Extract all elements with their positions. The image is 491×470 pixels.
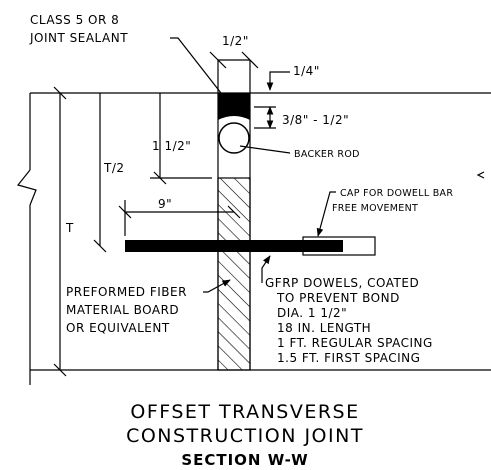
- dim-t-tick-bottom: [53, 363, 67, 377]
- small-arrow-mark: [476, 171, 485, 179]
- dim-half-text: 1/2": [222, 34, 249, 48]
- gfrp-dowel-bar: [125, 240, 343, 252]
- dowel-cap: [302, 236, 376, 256]
- dim-nine-text: 9": [158, 197, 172, 211]
- break-symbol: [16, 169, 37, 206]
- cap-label-2: FREE MOVEMENT: [332, 203, 418, 214]
- joint-sealant: [218, 93, 250, 120]
- gfrp-label-6: 1.5 FT. FIRST SPACING: [277, 351, 420, 365]
- title-line-3: SECTION W-W: [181, 451, 308, 469]
- gfrp-label-1: GFRP DOWELS, COATED: [265, 276, 419, 290]
- title-line-1: OFFSET TRANSVERSE: [130, 401, 359, 423]
- dim-t-half-text: T/2: [103, 161, 125, 175]
- cap-label-1: CAP FOR DOWELL BAR: [340, 188, 453, 199]
- dim-half-tick-r: [241, 51, 259, 69]
- preformed-label-3: OR EQUIVALENT: [66, 321, 170, 335]
- backer-rod-circle: [218, 122, 250, 154]
- title-line-2: CONSTRUCTION JOINT: [126, 425, 364, 447]
- gfrp-label-4: 18 IN. LENGTH: [277, 321, 371, 335]
- dim-quarter-text: 1/4": [293, 64, 320, 78]
- preformed-fiber-board: [217, 177, 251, 371]
- dim-t-tick-top: [53, 86, 67, 100]
- dim-quarter-leader: [266, 71, 290, 91]
- dim-t-half-tick: [93, 239, 107, 253]
- gfrp-label-3: DIA. 1 1/2": [277, 306, 347, 320]
- dim-nine-tick-left: [118, 205, 132, 219]
- cap-leader: [316, 191, 336, 237]
- dim-t-text: T: [65, 221, 74, 235]
- dim-onehalf-text: 1 1/2": [152, 139, 191, 153]
- gfrp-label-5: 1 FT. REGULAR SPACING: [277, 336, 433, 350]
- dim-sealant-text: 3/8" - 1/2": [282, 113, 349, 127]
- backer-rod-leader: [239, 145, 291, 154]
- dim-half-tick-l: [209, 51, 227, 69]
- gfrp-label-2: TO PREVENT BOND: [276, 291, 400, 305]
- preformed-leader: [203, 279, 231, 293]
- joint-sealant-label-1: CLASS 5 OR 8: [30, 13, 119, 27]
- gfrp-leader: [261, 255, 271, 283]
- dim-onehalf-tick: [153, 171, 167, 185]
- backer-rod-label: BACKER ROD: [294, 149, 360, 160]
- joint-sealant-label-2: JOINT SEALANT: [29, 31, 128, 45]
- dim-nine-tick-right: [227, 205, 241, 219]
- preformed-label-1: PREFORMED FIBER: [66, 285, 187, 299]
- preformed-label-2: MATERIAL BOARD: [66, 303, 179, 317]
- joint-sealant-leader: [170, 37, 229, 103]
